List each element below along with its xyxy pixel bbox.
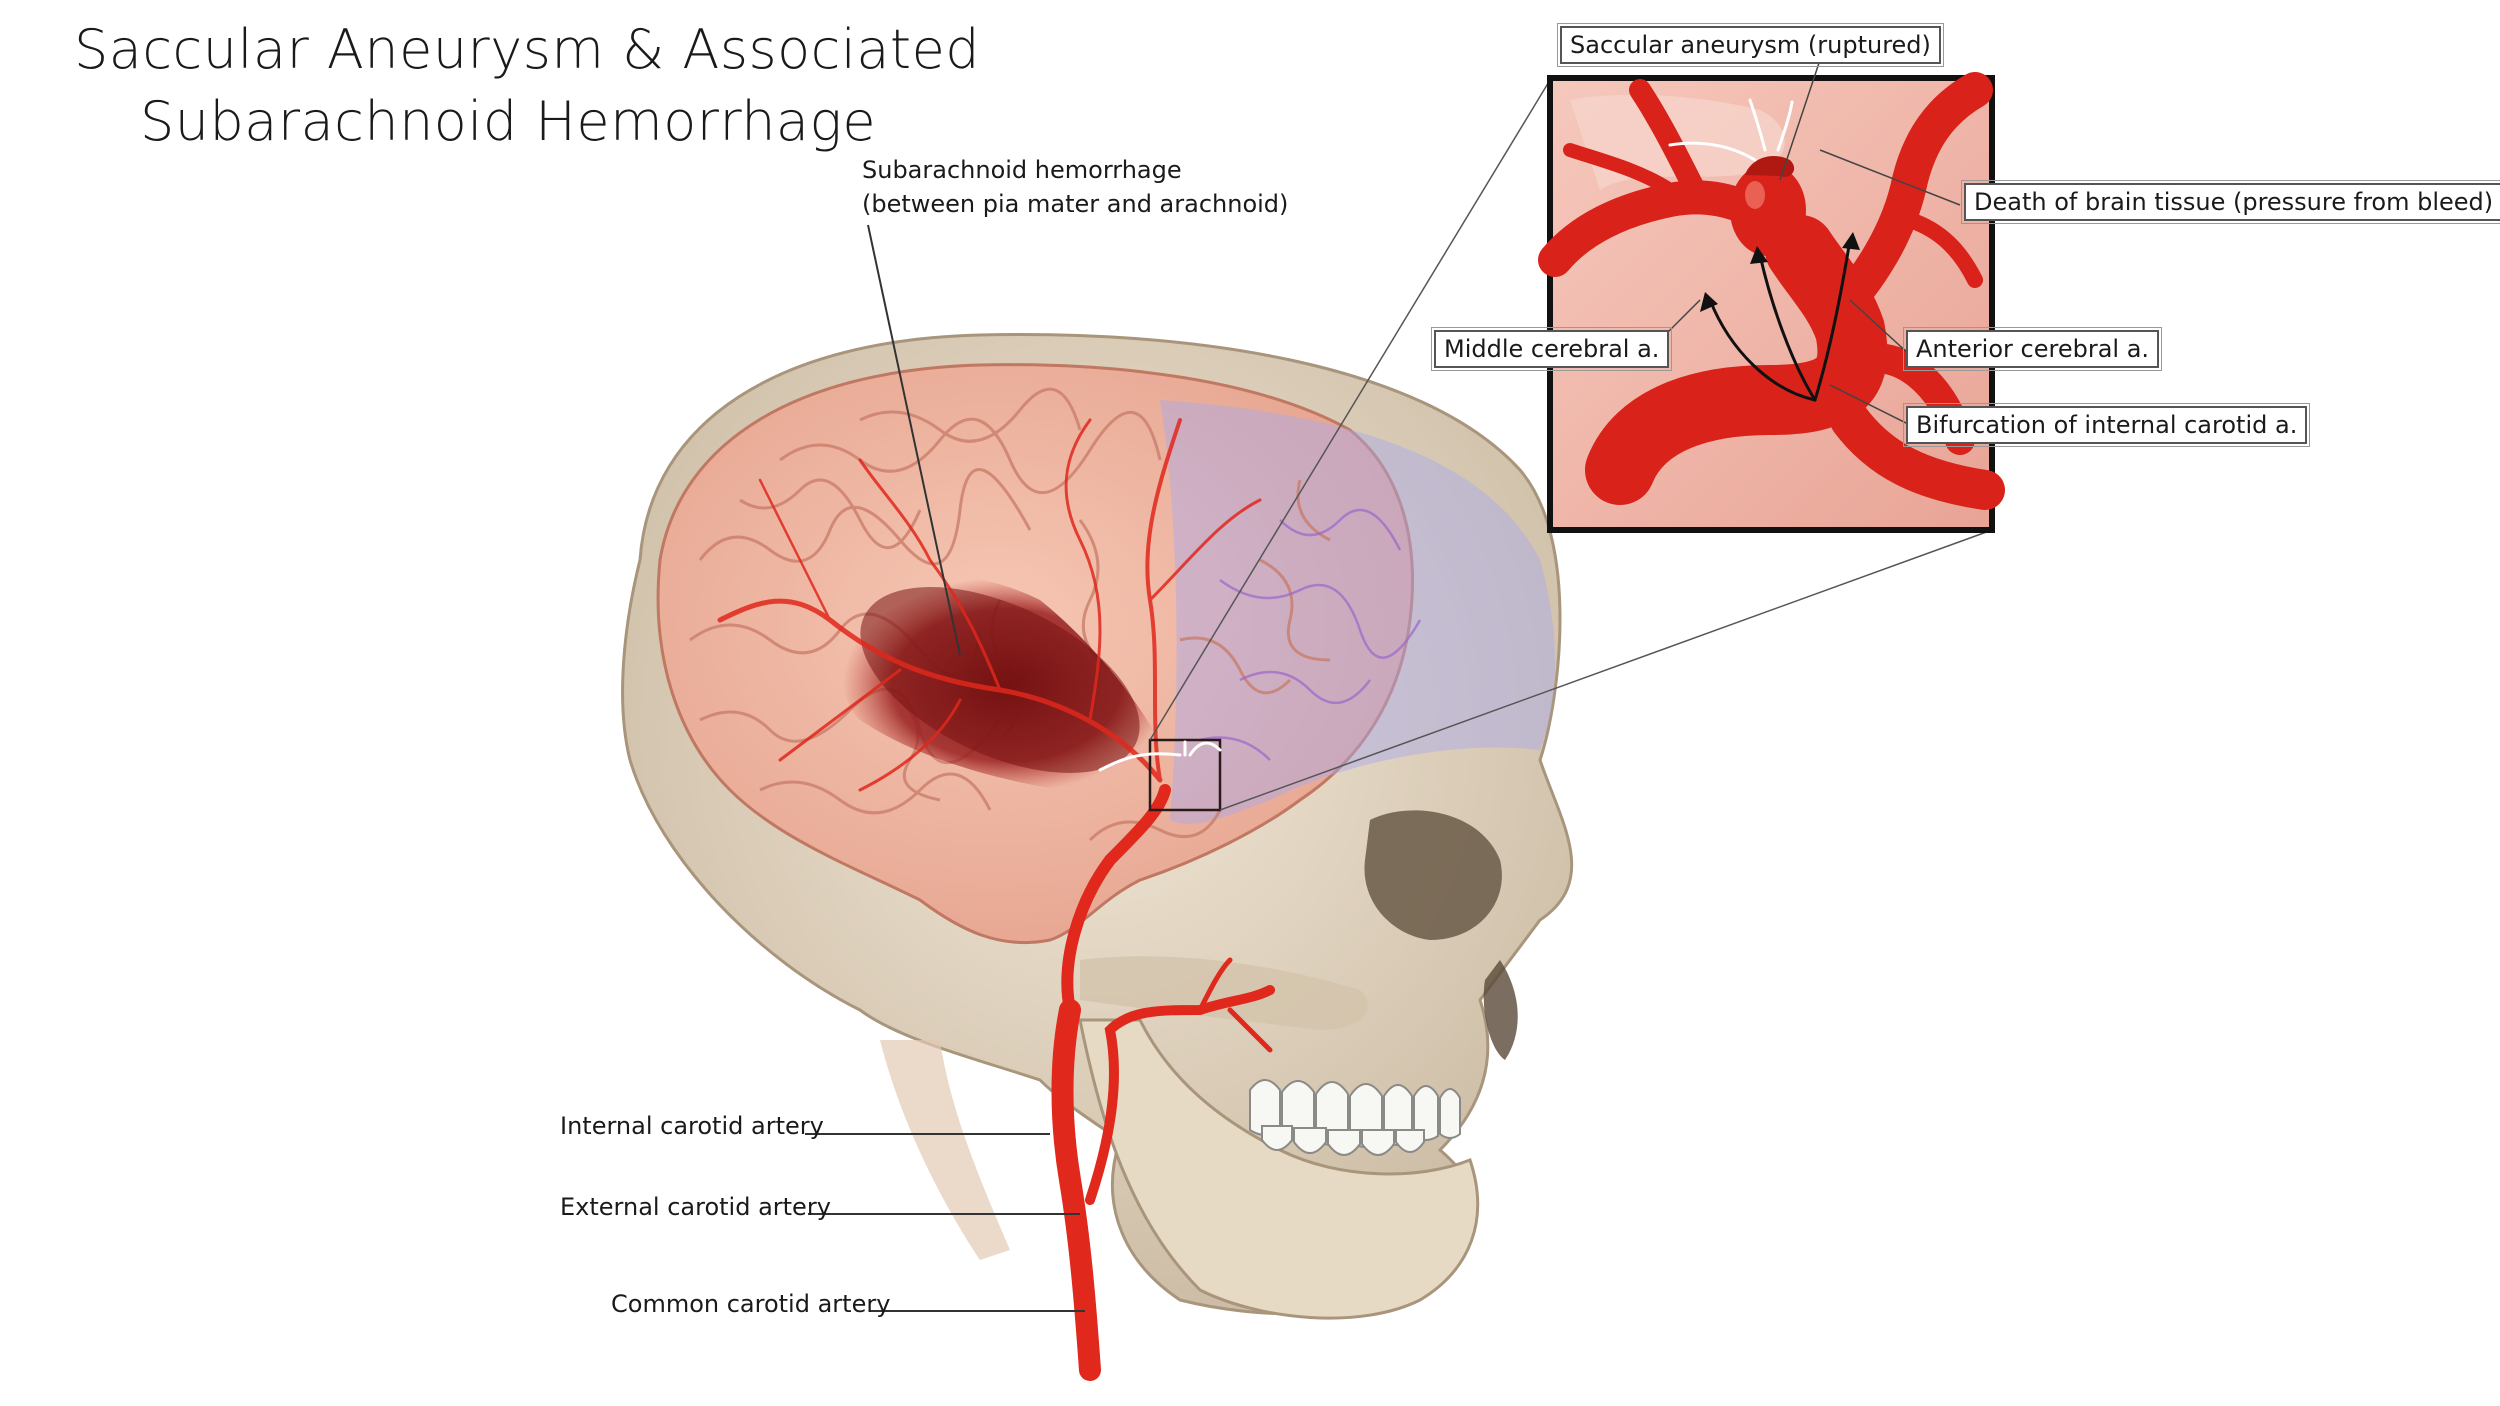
label-saccular-aneurysm: Saccular aneurysm (ruptured) [1557, 23, 1944, 67]
label-subarachnoid-hemorrhage: Subarachnoid hemorrhage [862, 156, 1182, 184]
inset-connector-top [1149, 79, 1551, 741]
teeth [1249, 1079, 1461, 1156]
aneurysm-location-box [1148, 738, 1222, 812]
frontal-region-overlay [1160, 400, 1555, 824]
aneurysm-inset-panel [1538, 72, 2005, 533]
carotid-arteries [1051, 784, 1275, 1381]
nasal-cavity [1483, 960, 1518, 1060]
label-internal-carotid-artery: Internal carotid artery [560, 1112, 824, 1140]
neck-muscle [880, 1040, 1010, 1260]
brain-bleed-arrows [1098, 740, 1222, 772]
zygomatic [1080, 956, 1368, 1030]
label-middle-cerebral-artery: Middle cerebral a. [1430, 327, 1673, 371]
cerebral-arteries [717, 418, 1262, 792]
frontal-veins [1199, 508, 1422, 761]
label-subarachnoid-location: (between pia mater and arachnoid) [862, 190, 1289, 218]
title-line-1: Saccular Aneurysm & Associated [74, 18, 981, 81]
label-death-of-brain-tissue: Death of brain tissue (pressure from ble… [1960, 180, 2500, 224]
eye-orbit [1364, 810, 1502, 940]
main-leader-lines [805, 224, 1085, 1312]
mandible [1078, 1018, 1480, 1320]
inset-connector-bottom [1219, 529, 1993, 811]
title-line-2: Subarachnoid Hemorrhage [140, 90, 877, 153]
label-common-carotid-artery: Common carotid artery [611, 1290, 891, 1318]
label-bifurcation-internal-carotid: Bifurcation of internal carotid a. [1902, 403, 2311, 447]
label-anterior-cerebral-artery: Anterior cerebral a. [1902, 327, 2163, 371]
label-external-carotid-artery: External carotid artery [560, 1193, 831, 1221]
